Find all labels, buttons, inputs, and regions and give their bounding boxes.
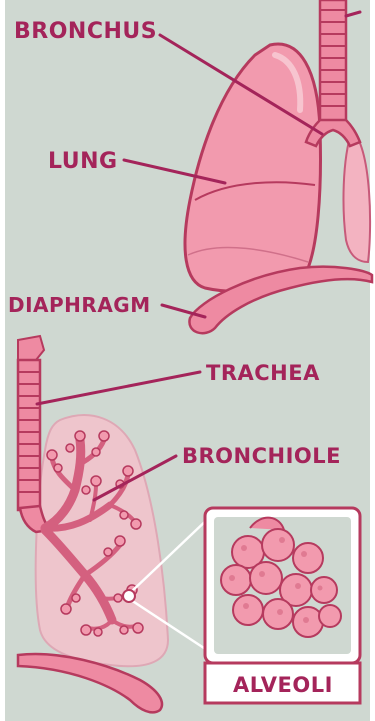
label-bronchus: BRONCHUS (14, 19, 157, 44)
label-trachea: TRACHEA (206, 361, 320, 385)
alveoli-marker (123, 590, 135, 602)
label-bronchiole: BRONCHIOLE (182, 444, 341, 468)
label-alveoli: ALVEOLI (233, 673, 333, 697)
label-diaphragm: DIAPHRAGM (8, 293, 151, 317)
label-lung: LUNG (48, 149, 118, 174)
